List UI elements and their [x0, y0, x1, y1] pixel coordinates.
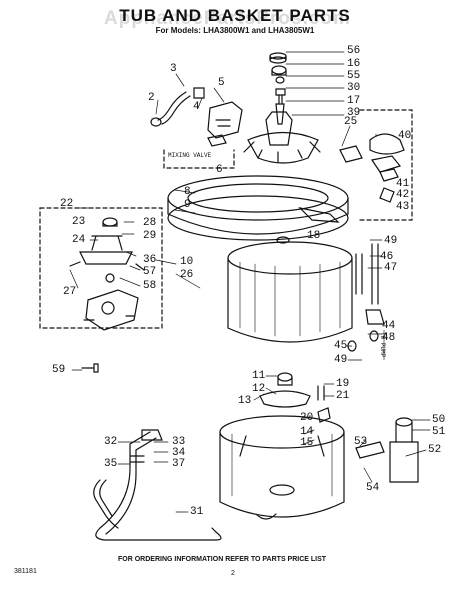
callout-13: 13 [238, 395, 252, 407]
callout-49-lower: 49 [334, 354, 348, 366]
callout-24: 24 [72, 234, 86, 246]
callout-28: 28 [143, 217, 157, 229]
callout-34: 34 [172, 447, 186, 459]
lint-filter [339, 145, 363, 163]
callout-36: 36 [143, 254, 157, 266]
tub-ring [167, 175, 349, 241]
callout-15: 15 [300, 437, 314, 449]
callout-35: 35 [104, 458, 118, 470]
watermark: AppliancePartsPros.com [104, 8, 351, 29]
callout-26: 26 [180, 269, 194, 281]
callout-29: 29 [143, 230, 157, 242]
callout-48: 48 [382, 332, 396, 344]
callout-3: 3 [170, 63, 177, 75]
callout-17: 17 [347, 95, 361, 107]
callout-43: 43 [396, 201, 410, 213]
callout-59: 59 [52, 364, 66, 376]
callout-52: 52 [428, 444, 442, 456]
callout-16: 16 [347, 58, 361, 70]
callout-21: 21 [336, 390, 350, 402]
callout-44: 44 [382, 320, 396, 332]
callout-51: 51 [432, 426, 446, 438]
callout-11: 11 [252, 370, 266, 382]
callout-12: 12 [252, 383, 266, 395]
callout-2: 2 [148, 92, 155, 104]
callout-18: 18 [307, 230, 321, 242]
callout-58: 58 [143, 280, 157, 292]
page-title: TUB AND BASKET PARTS [119, 6, 351, 25]
callout-25: 25 [344, 116, 358, 128]
callout-55: 55 [347, 70, 361, 82]
callout-53: 53 [354, 436, 368, 448]
callout-27: 27 [63, 286, 77, 298]
outer-tub [219, 415, 345, 520]
callout-9: 9 [184, 199, 191, 211]
diagram-code: 381181 [14, 568, 37, 575]
callout-57: 57 [143, 266, 157, 278]
callout-23: 23 [72, 216, 86, 228]
callout-10: 10 [180, 256, 194, 268]
callout-14: 14 [300, 426, 314, 438]
pump-hoses [347, 243, 385, 361]
callout-42: 42 [396, 189, 410, 201]
callout-4: 4 [193, 101, 200, 113]
drive-inset [39, 207, 163, 331]
callout-56: 56 [347, 45, 361, 57]
bolt [81, 363, 99, 373]
leader-lines [69, 51, 431, 513]
callout-31: 31 [190, 506, 204, 518]
callout-41: 41 [396, 178, 410, 190]
callout-22: 22 [60, 198, 74, 210]
page-number: 2 [231, 570, 235, 577]
callout-6: 6 [216, 164, 223, 176]
callout-8: 8 [184, 186, 191, 198]
callout-45: 45 [334, 340, 348, 352]
callout-46: 46 [380, 251, 394, 263]
filter-inset [359, 109, 413, 221]
mixing-valve [163, 101, 243, 169]
callout-39: 39 [347, 107, 361, 119]
hub-parts [259, 372, 331, 423]
callout-54: 54 [366, 482, 380, 494]
drain-outlet [355, 417, 419, 483]
wash-basket [227, 236, 353, 343]
drain-hose [93, 429, 222, 541]
callout-5: 5 [218, 77, 225, 89]
model-numbers: For Models: LHA3800W1 and LHA3805W1 [155, 26, 315, 35]
agitator-cap-stack [269, 52, 287, 125]
callout-50: 50 [432, 414, 446, 426]
callout-33: 33 [172, 436, 186, 448]
callout-32: 32 [104, 436, 118, 448]
callout-40: 40 [398, 130, 412, 142]
callout-30: 30 [347, 82, 361, 94]
callout-20: 20 [300, 412, 314, 424]
agitator [243, 111, 321, 164]
mixing-valve-label: MIXING VALVE [168, 152, 212, 159]
callout-47: 47 [384, 262, 398, 274]
callout-37: 37 [172, 458, 186, 470]
ordering-note: FOR ORDERING INFORMATION REFER TO PARTS … [118, 556, 327, 563]
callout-49: 49 [384, 235, 398, 247]
callout-19: 19 [336, 378, 350, 390]
inlet-hose [150, 87, 205, 127]
